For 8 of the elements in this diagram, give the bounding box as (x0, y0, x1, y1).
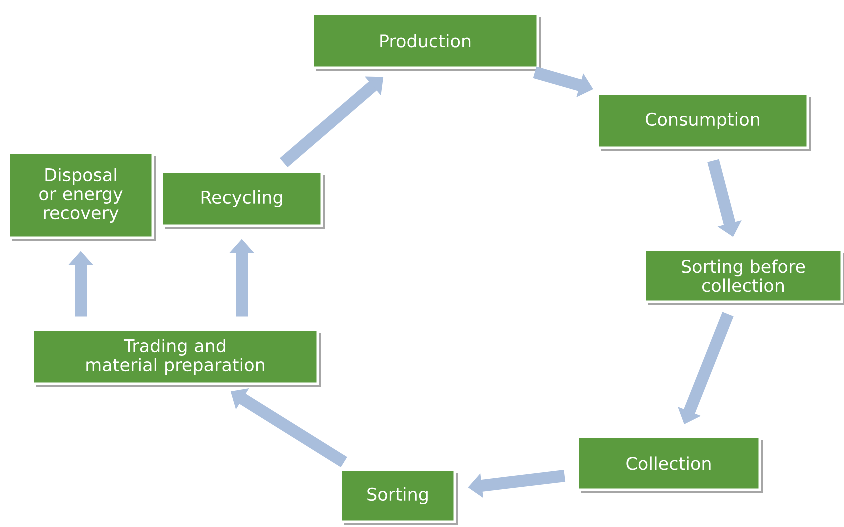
process-box: Collection (576, 436, 763, 493)
process-box: Disposal or energy recovery (8, 152, 156, 241)
process-box: Production (312, 12, 541, 71)
process-box: Recycling (160, 170, 325, 229)
process-box: Consumption (596, 92, 811, 151)
process-box: Trading and material preparation (32, 328, 321, 387)
process-box: Sorting (340, 468, 458, 525)
process-box: Sorting before collection (644, 248, 844, 305)
